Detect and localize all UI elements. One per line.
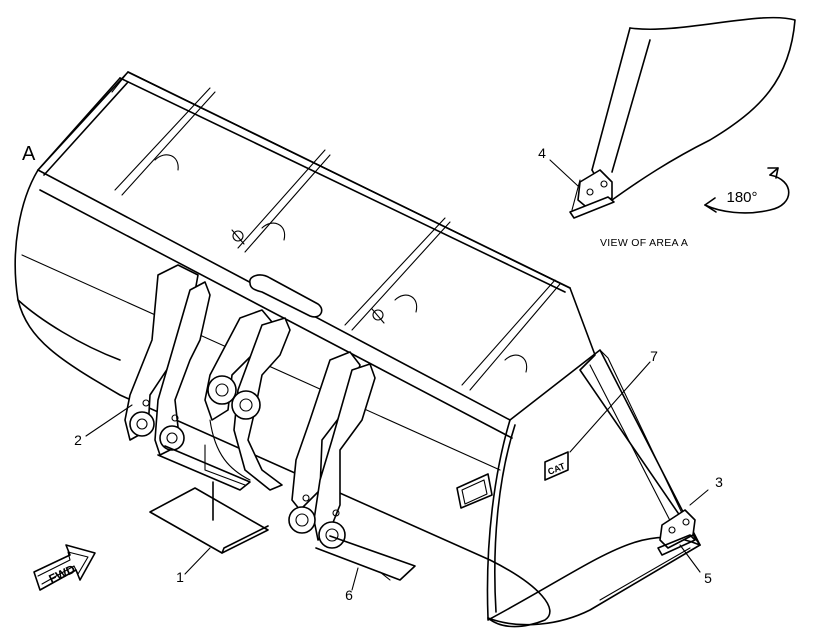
callout-4: 4 — [538, 145, 546, 161]
callout-leaders — [85, 159, 709, 591]
wear-plate-part-1 — [149, 481, 269, 554]
forward-arrow-icon: FWD — [33, 544, 96, 591]
rotation-label: 180° — [726, 189, 757, 206]
detail-view-area-a — [569, 16, 796, 219]
callout-2: 2 — [74, 432, 82, 448]
callout-5: 5 — [704, 570, 712, 586]
cat-badge: CAT — [544, 451, 569, 481]
callout-6: 6 — [345, 587, 353, 603]
callout-3: 3 — [715, 474, 723, 490]
view-caption: VIEW OF AREA A — [600, 237, 688, 249]
side-window — [456, 473, 493, 509]
hinge-bracket-left — [124, 264, 251, 491]
rotation-arrow-icon: 180° — [704, 167, 790, 214]
bucket-ribs — [114, 87, 561, 391]
hinge-bracket-right — [288, 351, 416, 581]
callout-7: 7 — [650, 348, 658, 364]
hinge-bracket-center — [204, 309, 291, 491]
callout-1: 1 — [176, 569, 184, 585]
bucket-body — [14, 71, 701, 628]
view-letter: A — [22, 143, 36, 165]
side-bracket-parts-3-5 — [657, 509, 696, 556]
